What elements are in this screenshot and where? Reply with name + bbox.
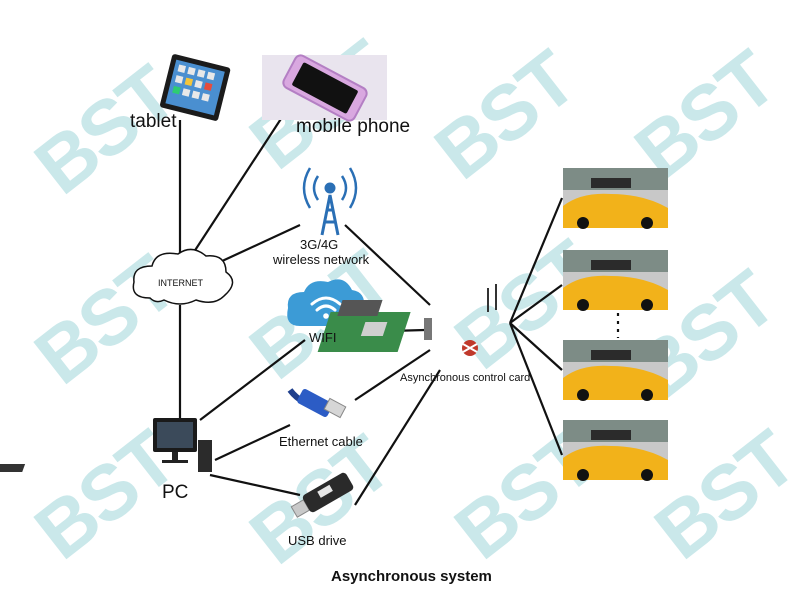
link-phone-internet <box>189 104 291 259</box>
taxi-display-icon <box>563 340 668 401</box>
ethernet-cable-icon <box>287 388 347 419</box>
link-wireless-internet <box>219 224 301 263</box>
wireless-label-line2: wireless network <box>273 252 370 267</box>
tablet-icon <box>159 54 231 121</box>
link-pc-ethernet <box>214 424 291 461</box>
wireless-label-line1: 3G/4G <box>300 237 339 252</box>
mobile-phone-icon <box>262 54 387 122</box>
internet-label: INTERNET <box>158 278 203 288</box>
link-card-taxi2 <box>509 284 563 324</box>
taxi-display-icon <box>563 420 668 481</box>
diagram-title: Asynchronous system <box>331 568 492 585</box>
link-ethernet-card <box>354 349 431 401</box>
usb-drive-icon <box>290 472 354 518</box>
control-card-icon <box>317 284 497 356</box>
cell-tower-icon <box>302 167 358 236</box>
link-wireless-card <box>344 224 431 306</box>
taxi-display-icon <box>563 250 668 311</box>
link-card-taxi3 <box>509 322 563 371</box>
link-pc-usb <box>209 473 301 497</box>
usb-label: USB drive <box>288 533 347 548</box>
taxi-display-icon <box>563 168 668 229</box>
connection-lines <box>178 104 564 506</box>
pc-icon <box>0 418 212 472</box>
link-usb-card <box>354 369 441 506</box>
link-card-taxi1 <box>508 197 564 324</box>
link-wifi-pc <box>199 339 306 421</box>
mobile-phone-label: mobile phone <box>296 116 411 137</box>
link-card-taxi4 <box>508 322 564 456</box>
tablet-label: tablet <box>130 111 177 132</box>
internet-cloud-icon <box>132 248 234 305</box>
control-card-label: Asynchronous control card <box>400 372 531 384</box>
wifi-label: WIFI <box>309 330 337 345</box>
pc-label: PC <box>162 482 189 503</box>
ethernet-label: Ethernet cable <box>279 434 363 449</box>
